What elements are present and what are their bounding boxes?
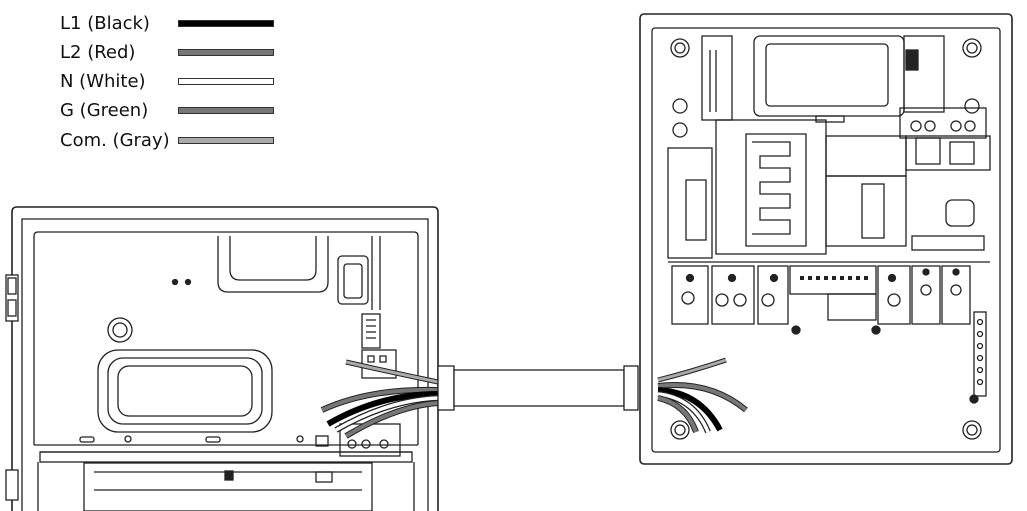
legend-label: Com. (Gray)	[60, 130, 170, 151]
conduit	[437, 365, 639, 411]
legend-swatch-white	[178, 78, 274, 85]
legend-swatch-green	[178, 107, 274, 114]
legend-label: N (White)	[60, 71, 146, 92]
legend-item-g: G (Green)	[60, 99, 290, 123]
legend-label: G (Green)	[60, 100, 149, 121]
legend-label: L2 (Red)	[60, 42, 136, 63]
legend-item-com: Com. (Gray)	[60, 129, 290, 153]
wire-color-legend: L1 (Black) L2 (Red) N (White) G (Green) …	[0, 0, 300, 165]
legend-swatch-black	[178, 20, 274, 27]
legend-swatch-gray	[178, 137, 274, 144]
legend-swatch-red	[178, 49, 274, 56]
legend-label: L1 (Black)	[60, 13, 150, 34]
legend-item-l1: L1 (Black)	[60, 12, 290, 36]
left-unit	[5, 206, 439, 511]
right-unit-wires	[657, 357, 748, 434]
legend-item-n: N (White)	[60, 70, 290, 94]
right-unit	[639, 13, 1013, 465]
left-unit-wires	[320, 359, 439, 439]
legend-item-l2: L2 (Red)	[60, 41, 290, 65]
